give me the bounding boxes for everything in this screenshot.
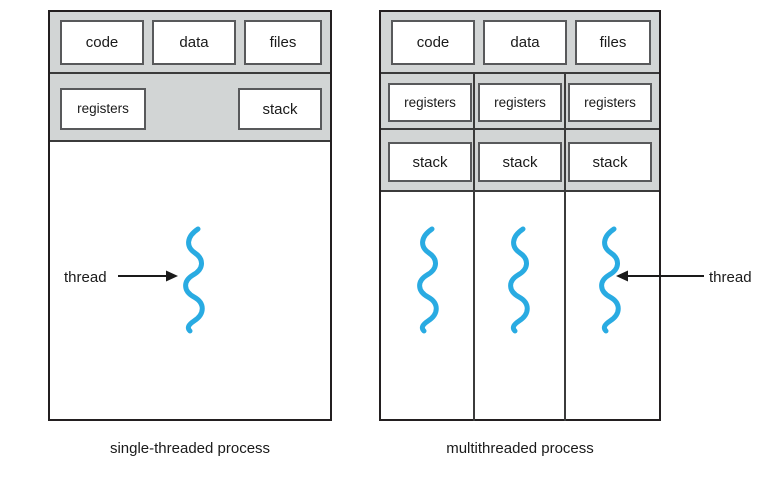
left-cell-stack: stack bbox=[238, 88, 322, 130]
left-thread-annotation-label: thread bbox=[64, 269, 107, 286]
right-cell-stack-1-label: stack bbox=[412, 153, 448, 171]
right-cell-files: files bbox=[575, 20, 651, 65]
right-cell-stack-2-label: stack bbox=[502, 153, 538, 171]
right-cell-registers-2: registers bbox=[478, 83, 562, 122]
right-cell-code: code bbox=[391, 20, 475, 65]
single-threaded-process-caption: single-threaded process bbox=[109, 440, 271, 457]
right-cell-data: data bbox=[483, 20, 567, 65]
right-thread-annotation-label: thread bbox=[709, 269, 752, 286]
left-cell-code: code bbox=[60, 20, 144, 65]
right-cell-registers-3-label: registers bbox=[584, 94, 636, 110]
right-thread-annotation-arrow bbox=[616, 270, 704, 282]
right-cell-registers-3: registers bbox=[568, 83, 652, 122]
right-cell-stack-3-label: stack bbox=[592, 153, 628, 171]
right-cell-stack-1: stack bbox=[388, 142, 472, 182]
left-cell-files-label: files bbox=[269, 34, 297, 51]
multithreaded-process-caption: multithreaded process bbox=[446, 440, 594, 457]
right-thread-divider-1 bbox=[473, 74, 475, 421]
right-cell-code-label: code bbox=[416, 34, 450, 51]
right-cell-stack-2: stack bbox=[478, 142, 562, 182]
right-cell-registers-1-label: registers bbox=[404, 94, 456, 110]
left-cell-stack-label: stack bbox=[262, 100, 298, 118]
right-cell-data-label: data bbox=[510, 34, 540, 51]
left-cell-files: files bbox=[244, 20, 322, 65]
left-cell-data: data bbox=[152, 20, 236, 65]
left-cell-data-label: data bbox=[179, 34, 209, 51]
right-thread-divider-2 bbox=[564, 74, 566, 421]
right-cell-registers-2-label: registers bbox=[494, 94, 546, 110]
right-cell-files-label: files bbox=[599, 34, 627, 51]
left-cell-code-label: code bbox=[85, 34, 119, 51]
left-thread-annotation-arrow bbox=[118, 270, 178, 282]
right-cell-registers-1: registers bbox=[388, 83, 472, 122]
left-cell-registers-label: registers bbox=[77, 101, 129, 117]
left-cell-registers: registers bbox=[60, 88, 146, 130]
right-cell-stack-3: stack bbox=[568, 142, 652, 182]
